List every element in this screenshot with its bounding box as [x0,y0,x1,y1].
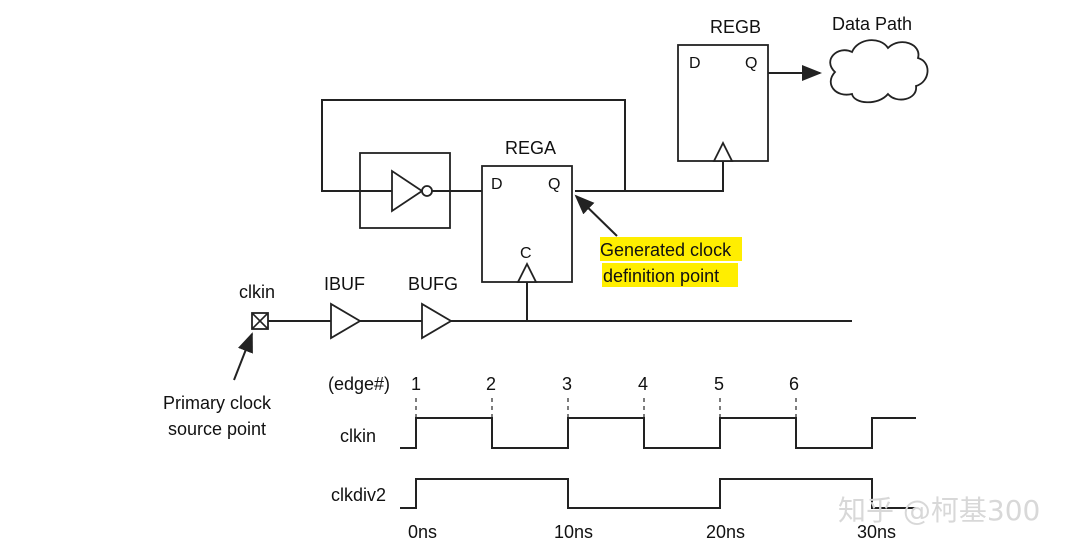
clkdiv2-signal-label: clkdiv2 [331,485,386,505]
edge-number-2: 2 [486,374,496,394]
edge-number-6: 6 [789,374,799,394]
rega-c-pin: C [520,245,532,262]
inverter-bubble-icon [421,185,433,197]
regb-d-pin: D [689,55,701,72]
watermark: 知乎 @柯基300 [838,494,1040,527]
edge-number-1: 1 [411,374,421,394]
q-to-regb-clock-wire [625,162,724,192]
edge-label: (edge#) [328,374,390,394]
rega-d-pin: D [491,176,503,193]
primary-clock-arrow [233,332,253,381]
feedback-loop-wire [321,99,626,192]
time-label-30: 30ns [857,522,896,542]
regb-clock-triangle-icon [712,140,734,162]
rega-label: REGA [505,138,556,158]
edge-number-5: 5 [714,374,724,394]
clkdiv2-waveform [400,478,916,509]
time-label-0: 0ns [408,522,437,542]
regb-label: REGB [710,17,761,37]
data-path-label: Data Path [832,14,912,34]
primary-clock-line1: Primary clock [163,393,272,413]
regb-q-pin: Q [745,55,757,72]
highlight-box-1 [600,237,742,261]
port-cross-icon [251,312,269,330]
edge-number-4: 4 [638,374,648,394]
bufg-buffer-icon [421,302,453,340]
ibuf-buffer-icon [330,302,362,340]
generated-clock-line2: definition point [603,266,719,286]
clkin-signal-label: clkin [340,426,376,446]
inverter-icon [391,169,424,213]
bufg-label: BUFG [408,274,458,294]
rega-q-pin: Q [548,176,560,193]
edge-number-3: 3 [562,374,572,394]
highlight-box-2 [602,263,738,287]
generated-clock-arrow [574,194,618,237]
cloud-icon [829,39,929,104]
time-label-10: 10ns [554,522,593,542]
primary-clock-line2: source point [168,419,266,439]
generated-clock-line1: Generated clock [600,240,732,260]
ibuf-label: IBUF [324,274,365,294]
clkin-port-label: clkin [239,282,275,302]
clkin-waveform [400,417,916,449]
time-label-20: 20ns [706,522,745,542]
